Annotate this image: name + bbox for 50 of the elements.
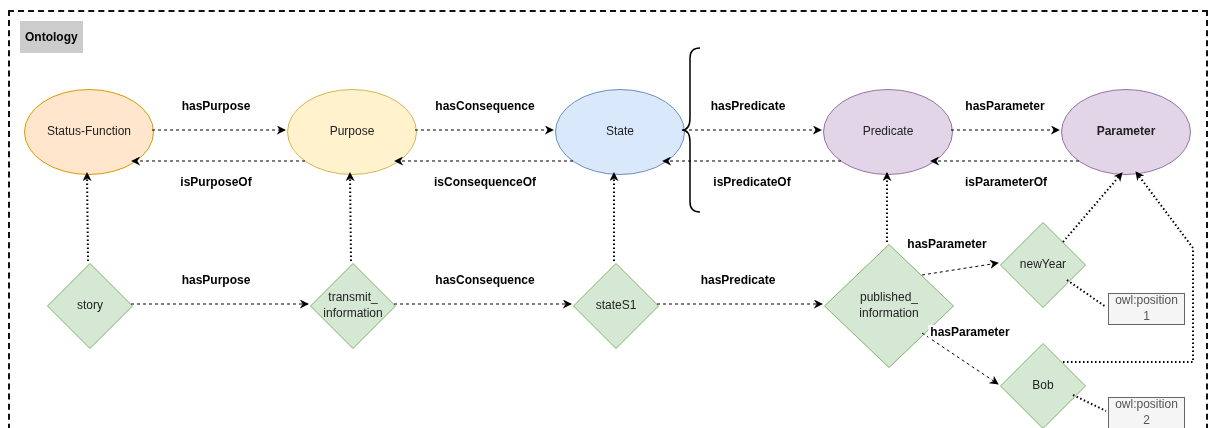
- edge-label: hasPredicate: [698, 273, 778, 287]
- node-label: Bob: [1032, 378, 1054, 394]
- arrow: [131, 156, 306, 166]
- leader-line: [1072, 394, 1107, 412]
- node-label: owl:position 2: [1114, 397, 1179, 428]
- node-label: published_ information: [858, 290, 920, 322]
- arrow: [882, 172, 892, 243]
- node-label: Purpose: [329, 124, 375, 140]
- arrow: [1062, 172, 1123, 243]
- arrow: [345, 172, 355, 262]
- group-title: Ontology: [20, 21, 83, 53]
- annotation-box: [1108, 397, 1185, 428]
- arrow: [414, 125, 554, 135]
- arrow: [656, 299, 823, 309]
- arrow: [82, 172, 92, 262]
- node-label: stateS1: [595, 298, 637, 314]
- edge-label: hasPredicate: [708, 99, 788, 113]
- edge-label: hasConsequence: [433, 273, 537, 287]
- node-label: newYear: [1019, 257, 1067, 273]
- edge-label: hasPurpose: [179, 273, 253, 287]
- arrow: [393, 299, 572, 309]
- annotation-box: [1108, 293, 1185, 325]
- node-label: State: [606, 124, 634, 140]
- arrow: [151, 125, 286, 135]
- edge-label: hasConsequence: [433, 99, 537, 113]
- arrow: [394, 156, 574, 166]
- edge-label: isPredicateOf: [711, 175, 793, 189]
- node-label: transmit_ information: [322, 290, 384, 322]
- edge-label: isConsequenceOf: [432, 175, 538, 189]
- node-label: story: [77, 298, 103, 314]
- arrow: [662, 156, 842, 166]
- arrow: [609, 172, 619, 262]
- node-label: Predicate: [862, 124, 914, 140]
- node-label: Parameter: [1096, 124, 1156, 140]
- group-container: [8, 10, 1208, 428]
- arrow: [921, 259, 999, 276]
- leader-line: [1066, 279, 1107, 308]
- edge-label: hasParameter: [928, 325, 1012, 339]
- arrow: [930, 156, 1080, 166]
- edge-label: isPurposeOf: [178, 175, 254, 189]
- arrow: [1062, 171, 1194, 363]
- arrow: [921, 332, 999, 385]
- arrow: [130, 299, 309, 309]
- edge-label: hasPurpose: [179, 99, 253, 113]
- edge-label: hasParameter: [963, 99, 1047, 113]
- node-label: Status-Function: [46, 124, 131, 140]
- edge-label: isParameterOf: [963, 175, 1049, 189]
- edge-label: hasParameter: [905, 237, 989, 251]
- node-label: owl:position 1: [1114, 293, 1179, 325]
- arrow: [950, 125, 1060, 135]
